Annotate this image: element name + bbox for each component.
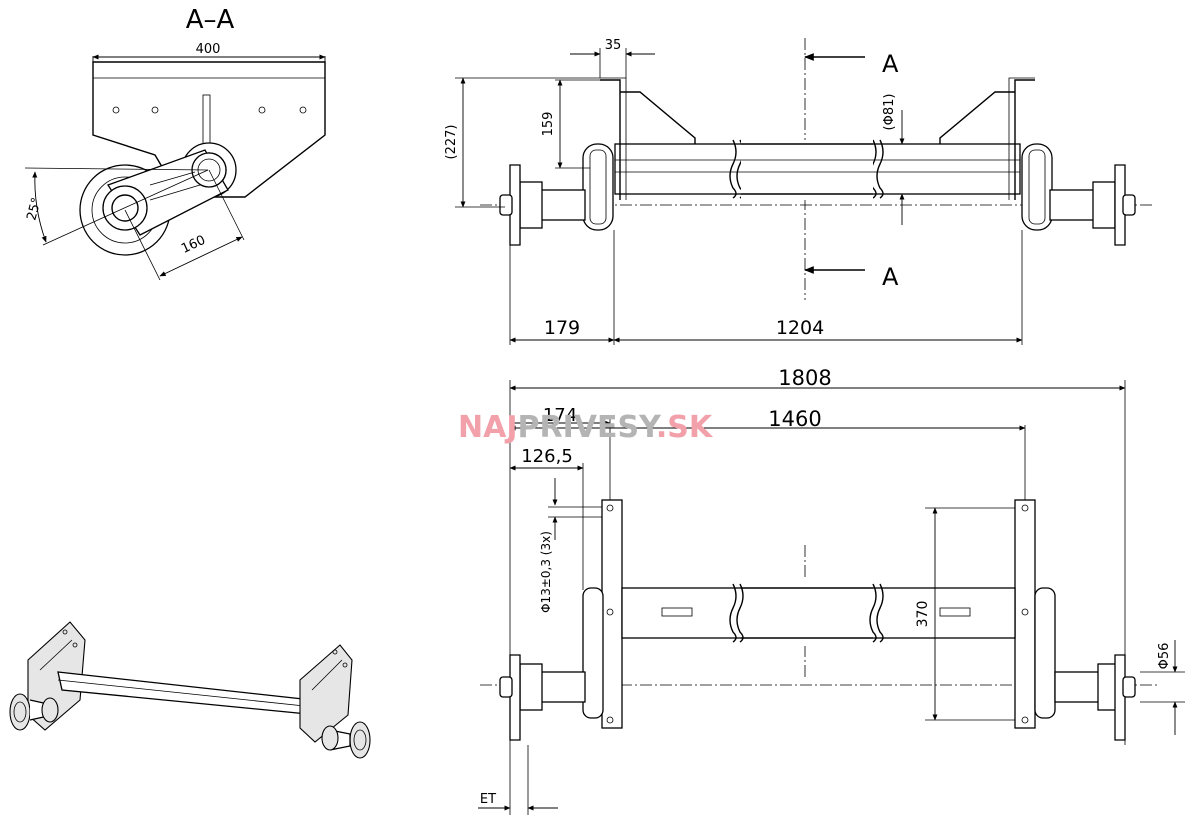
section-marker-bottom: A [882, 263, 899, 291]
watermark-text: NAJPRIVESY.SK [458, 410, 714, 445]
right-hub-flange [1114, 164, 1126, 246]
section-title: A–A [186, 5, 235, 35]
section-view: A–A 400 25° 160 [24, 5, 326, 281]
front-view: A A [444, 38, 1155, 345]
overall-length-label: 1808 [778, 366, 831, 390]
bolt-hole [151, 106, 159, 114]
hub-offset-label: 179 [544, 317, 580, 339]
isometric-view [9, 621, 371, 759]
hub-inset-label: 126,5 [521, 446, 573, 467]
right-bracket-plate [1014, 499, 1036, 729]
right-rubber-housing [1021, 143, 1053, 231]
stub-diameter-label: Φ56 [1157, 643, 1172, 670]
section-width-label: 400 [196, 42, 221, 57]
watermark: NAJPRIVESY.SK [458, 410, 714, 445]
angle-label: 25° [24, 196, 44, 222]
hole-spec-label: Φ13±0,3 (3x) [539, 531, 553, 613]
tube-diameter-label: (Φ81) [882, 94, 897, 131]
iso-left-hub [9, 693, 31, 731]
section-marker-top: A [882, 50, 899, 78]
et-label: ET [480, 792, 496, 807]
right-hub-plan [1114, 654, 1126, 741]
bracket-offset-label: 35 [605, 38, 622, 53]
left-hub-flange [509, 164, 521, 246]
bracket-span-label: 1204 [776, 317, 824, 339]
track-label: 1460 [768, 407, 821, 431]
iso-right-hub [349, 721, 371, 759]
bracket-width-label: 174 [543, 405, 577, 426]
total-height-label: (227) [444, 125, 459, 160]
bracket-height-label: 159 [541, 112, 556, 137]
bolt-hole [299, 106, 307, 114]
hole-spacing-label: 370 [915, 601, 931, 628]
top-view: 1808 1460 174 126,5 Φ13±0,3 (3x) [478, 366, 1185, 815]
left-rubber-housing [582, 143, 614, 231]
left-hub-plan [509, 654, 521, 741]
arm-length-label: 160 [179, 233, 208, 257]
bolt-hole [112, 106, 120, 114]
bolt-hole [258, 106, 266, 114]
